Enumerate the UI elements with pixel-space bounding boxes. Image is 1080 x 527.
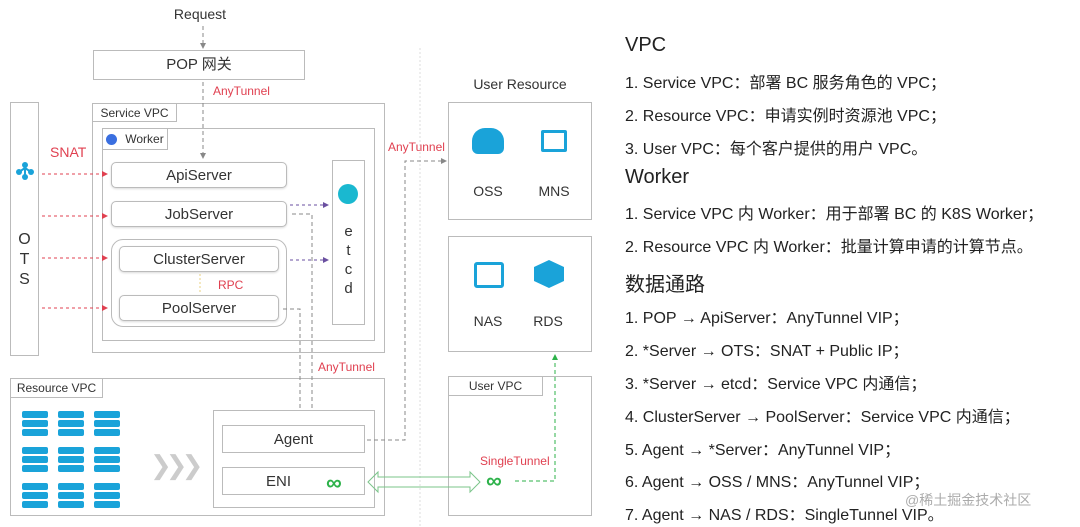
watermark: @稀土掘金技术社区 <box>905 492 1032 508</box>
server-icon <box>94 483 120 510</box>
path-item: 1. POP → ApiServer：AnyTunnel VIP； <box>625 310 909 327</box>
vpc-item: 3. User VPC：每个客户提供的用户 VPC。 <box>625 141 928 158</box>
oss-mns-box <box>448 102 592 220</box>
vpc-item: 2. Resource VPC：申请实例时资源池 VPC； <box>625 108 946 125</box>
server-icon <box>58 411 84 438</box>
cluster-group <box>111 239 287 327</box>
path-item: 3. *Server → etcd：Service VPC 内通信； <box>625 376 927 393</box>
server-icon <box>22 483 48 510</box>
anytunnel-label: AnyTunnel <box>213 84 270 98</box>
singletunnel-label: SingleTunnel <box>480 454 550 468</box>
server-icon <box>22 447 48 474</box>
vpc-heading: VPC <box>625 34 667 56</box>
nas-rds-box <box>448 236 592 352</box>
poolserver: PoolServer <box>119 295 279 321</box>
connection-lines <box>42 26 558 527</box>
user-vpc-tab: User VPC <box>448 376 543 396</box>
request-label: Request <box>173 6 227 22</box>
etcd-icon <box>338 184 358 204</box>
oss-label: OSS <box>473 183 503 199</box>
pop-gateway: POP 网关 <box>93 50 305 80</box>
oss-icon <box>472 128 504 154</box>
ots-box <box>10 102 39 356</box>
eni-box: ENI <box>222 467 365 495</box>
eni-infinity-icon: ∞ <box>326 470 342 495</box>
path-item: 6. Agent → OSS / MNS：AnyTunnel VIP； <box>625 474 930 491</box>
path-item: 2. *Server → OTS：SNAT + Public IP； <box>625 343 909 360</box>
snat-label: SNAT <box>50 144 87 160</box>
user-infinity-icon: ∞ <box>486 468 502 493</box>
server-icon <box>94 411 120 438</box>
user-resource-label: User Resource <box>473 76 567 92</box>
clusterserver: ClusterServer <box>119 246 279 272</box>
worker-item: 2. Resource VPC 内 Worker：批量计算申请的计算节点。 <box>625 239 1033 256</box>
resource-vpc-tab: Resource VPC <box>10 378 103 398</box>
server-icon <box>58 483 84 510</box>
path-heading: 数据通路 <box>625 274 705 296</box>
nas-label: NAS <box>473 313 503 329</box>
anytunnel-right-label: AnyTunnel <box>388 140 445 154</box>
mns-icon <box>541 130 567 152</box>
worker-tab: Worker <box>102 128 168 150</box>
path-item: 7. Agent → NAS / RDS：SingleTunnel VIP。 <box>625 507 944 524</box>
rpc-label: RPC <box>218 278 244 292</box>
user-vpc <box>448 376 592 516</box>
nas-icon <box>474 262 504 288</box>
server-icon <box>94 447 120 474</box>
rds-label: RDS <box>533 313 563 329</box>
path-item: 5. Agent → *Server：AnyTunnel VIP； <box>625 442 901 459</box>
jobserver: JobServer <box>111 201 287 227</box>
worker-label: Worker <box>125 132 164 146</box>
apiserver: ApiServer <box>111 162 287 188</box>
worker-heading: Worker <box>625 166 690 188</box>
vpc-item: 1. Service VPC：部署 BC 服务角色的 VPC； <box>625 75 946 92</box>
kubernetes-icon <box>106 133 118 145</box>
service-vpc-tab: Service VPC <box>92 103 177 122</box>
server-icon <box>22 411 48 438</box>
agent-box: Agent <box>222 425 365 453</box>
anytunnel-mid-label: AnyTunnel <box>318 360 375 374</box>
path-item: 4. ClusterServer → PoolServer：Service VP… <box>625 409 1020 426</box>
worker-item: 1. Service VPC 内 Worker：用于部署 BC 的 K8S Wo… <box>625 206 1044 223</box>
mns-label: MNS <box>538 183 570 199</box>
chevrons-icon: ❯❯❯ <box>150 450 203 480</box>
ots-network-icon <box>15 160 35 180</box>
server-icon <box>58 447 84 474</box>
